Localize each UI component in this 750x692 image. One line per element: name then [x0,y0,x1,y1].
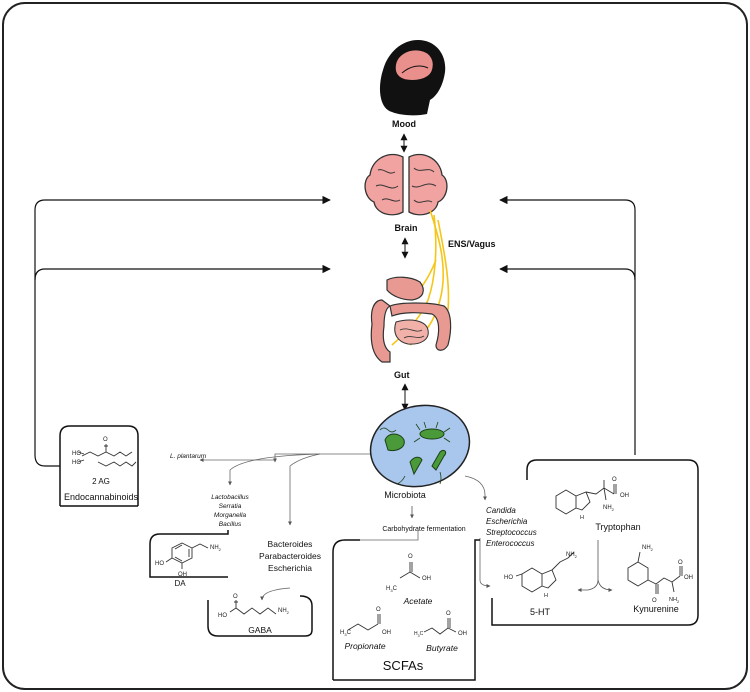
trp-oh: OH [620,493,629,499]
gaba-ho: HO [218,613,227,619]
2ag-ho-bottom: HO [72,460,81,466]
5ht-label: 5-HT [530,607,551,617]
serotonin-box [491,459,699,626]
brain-icon [364,153,448,216]
da-oh: OH [178,572,187,578]
dopamine-box [149,530,229,578]
propionate-structure [347,614,381,631]
trp-nh2: NH2 [603,505,615,512]
2ag-o: O [103,437,108,443]
tryptophan-structure [555,480,617,515]
endocannabinoids-title: Endocannabinoids [64,492,139,502]
scfas-title: SCFAs [383,658,424,673]
acetate-label: Acetate [403,596,433,606]
carb-fermentation-label: Carbohydrate fermentation [382,526,465,533]
tryptophan-label: Tryptophan [595,522,640,532]
5ht-producer-2: Escherichia [486,517,528,526]
5ht-producer-3: Streptococcus [486,528,537,537]
2ag-ho-top: HO [72,451,81,457]
kyn-oh: OH [684,575,693,581]
gaba-nh2: NH2 [278,608,290,615]
5ht-nh2: NH2 [566,552,578,559]
to-gaba-arrow [260,587,291,601]
da-label: DA [174,579,186,588]
dopamine-structure [165,542,209,569]
da-producer-4: Bacillus [219,521,242,528]
gaba-label: GABA [248,625,272,635]
mood-head-icon [379,40,446,116]
kyn-o-top: O [678,560,683,566]
gaba-box [207,595,313,637]
da-producer-2: Serratia [219,503,242,510]
kynurenine-structure [627,551,683,594]
acetate-structure [399,562,421,579]
da-producer-1: Lactobacillus [211,494,249,501]
gaba-producer-1: Bacteroides [268,539,313,549]
gut-icon [370,276,452,363]
da-nh2: NH2 [210,545,222,552]
butyrate-oh: OH [458,631,467,637]
mood-label: Mood [392,119,416,129]
gaba-o: O [233,594,238,600]
5ht-producer-4: Enterococcus [486,539,534,548]
5ht-ho: HO [504,575,513,581]
butyrate-label: Butyrate [426,643,458,653]
da-producer-3: Morganella [214,512,247,519]
kynurenine-label: Kynurenine [633,604,679,614]
trp-nh: H [580,515,584,521]
gaba-producer-2: Parabacteroides [259,551,321,561]
da-ho: HO [155,561,164,567]
kyn-o: O [652,598,657,604]
propionate-h3c: H3C [340,630,352,637]
scfas-box [332,539,480,681]
propionate-oh: OH [382,630,391,636]
brain-label: Brain [394,223,417,233]
propionate-label: Propionate [344,641,385,651]
gut-label: Gut [394,370,410,380]
gaba-producers: Bacteroides Parabacteroides Escherichia [259,539,321,573]
5ht-nh: H [544,593,548,599]
2ag-structure [77,444,137,467]
tryptophan-split-arrows [577,540,613,592]
feedback-arrows-left [34,195,331,467]
endocannabinoids-box [59,425,139,507]
gaba-structure [229,600,277,615]
acetate-h3c: H3C [386,586,398,593]
gaba-producer-3: Escherichia [268,563,312,573]
butyrate-o: O [446,611,451,617]
acetate-o: O [408,554,413,560]
serotonin-structure [515,551,575,593]
ens-vagus-label: ENS/Vagus [448,239,496,249]
microbiota-label: Microbiota [384,490,426,500]
propionate-o: O [376,607,381,613]
dopamine-producers: Lactobacillus Serratia Morganella Bacill… [211,494,249,528]
microbiota-icon [369,404,471,488]
l-plantarum-label: L. plantarum [170,453,207,460]
butyrate-h3c: H3C [414,631,424,638]
trp-o: O [612,477,617,483]
kyn-nh2b: NH2 [669,597,680,604]
2ag-label: 2 AG [92,477,110,486]
kyn-nh2: NH2 [642,545,654,552]
feedback-arrows-right [499,195,636,455]
acetate-oh: OH [422,576,431,582]
butyrate-structure [423,618,457,635]
5ht-producer-1: Candida [486,506,516,515]
serotonin-producers: Candida Escherichia Streptococcus Entero… [486,506,537,548]
